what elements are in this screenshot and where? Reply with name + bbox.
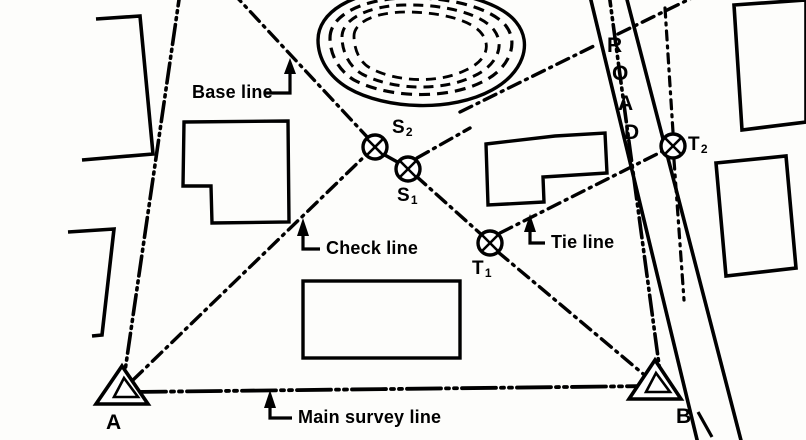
- leader-arrow-base-line: [284, 58, 296, 74]
- line-S1-upper-branch: [415, 126, 472, 160]
- tie-line-beyond-road: [616, 0, 692, 36]
- label-main-survey-line: Main survey line: [298, 407, 442, 427]
- building-top-left-partial: [81, 14, 155, 162]
- station-sub-T1: 1: [484, 266, 492, 280]
- label-station-T1: T1: [472, 258, 491, 280]
- station-marker-S1: [394, 155, 422, 183]
- label-tie-line: Tie line: [551, 232, 615, 252]
- station-sub-T2: 2: [700, 142, 708, 156]
- label-base-line: Base line: [192, 82, 273, 102]
- building-mid-left-partial: [67, 227, 117, 338]
- road-letter-D: D: [624, 121, 640, 144]
- survey-line-apex-to-A: [122, 0, 181, 380]
- road-letter-O: O: [612, 62, 629, 85]
- road-letter-A: A: [618, 92, 634, 115]
- label-station-A: A: [106, 411, 122, 434]
- station-letter-T2: T: [688, 134, 700, 155]
- main-survey-line-A-B: [130, 384, 654, 394]
- check-line-A-to-S2: [131, 150, 371, 382]
- station-letter-S2: S: [392, 117, 405, 138]
- road-edge-right: [625, 0, 743, 440]
- road-edge-left: [589, 0, 699, 440]
- tie-line-upper-to-road: [458, 42, 600, 114]
- label-station-S1: S1: [397, 185, 418, 207]
- road-edges: [589, 0, 743, 440]
- leader-arrow-tie-line: [524, 214, 536, 232]
- building-right-upper: [732, 0, 806, 133]
- station-letter-T1: T: [472, 258, 484, 279]
- building-rect-centre: [301, 279, 462, 360]
- pond-outline: [316, 0, 527, 108]
- leader-arrow-check-line: [297, 218, 309, 236]
- line-S1-to-T1: [414, 174, 485, 238]
- label-check-line: Check line: [326, 238, 419, 258]
- station-letter-S1: S: [397, 185, 410, 206]
- line-T1-to-B: [496, 250, 650, 380]
- station-marker-S2: [361, 133, 389, 161]
- station-marker-A: [92, 362, 152, 406]
- pond-contour-1: [328, 0, 514, 97]
- line-above-T2: [663, 6, 675, 134]
- building-right-lower: [714, 154, 798, 278]
- building-bottom-right-partial: [696, 411, 714, 438]
- tie-line-T1-to-T2: [498, 148, 667, 235]
- pond-contour-3: [352, 10, 488, 81]
- leader-main-survey-line: [264, 390, 292, 420]
- station-sub-S2: 2: [405, 125, 413, 139]
- leader-base-line: [265, 58, 296, 95]
- station-marker-T2: [659, 132, 687, 160]
- pond-contours: [316, 0, 527, 108]
- pond-contour-2: [340, 3, 501, 89]
- building-L-right: [484, 131, 609, 207]
- leader-tie-line: [524, 214, 545, 245]
- station-sub-S1: 1: [410, 193, 418, 207]
- leader-arrow-main-survey-line: [264, 390, 276, 408]
- station-marker-B: [625, 356, 685, 401]
- building-L-left: [181, 119, 291, 225]
- station-marker-T1: [476, 229, 504, 257]
- label-station-B: B: [676, 405, 692, 428]
- road-letter-R: R: [607, 34, 623, 57]
- base-line-segment: [237, 0, 372, 142]
- label-station-T2: T2: [688, 134, 707, 156]
- leader-check-line: [297, 218, 320, 251]
- label-station-S2: S2: [392, 117, 413, 139]
